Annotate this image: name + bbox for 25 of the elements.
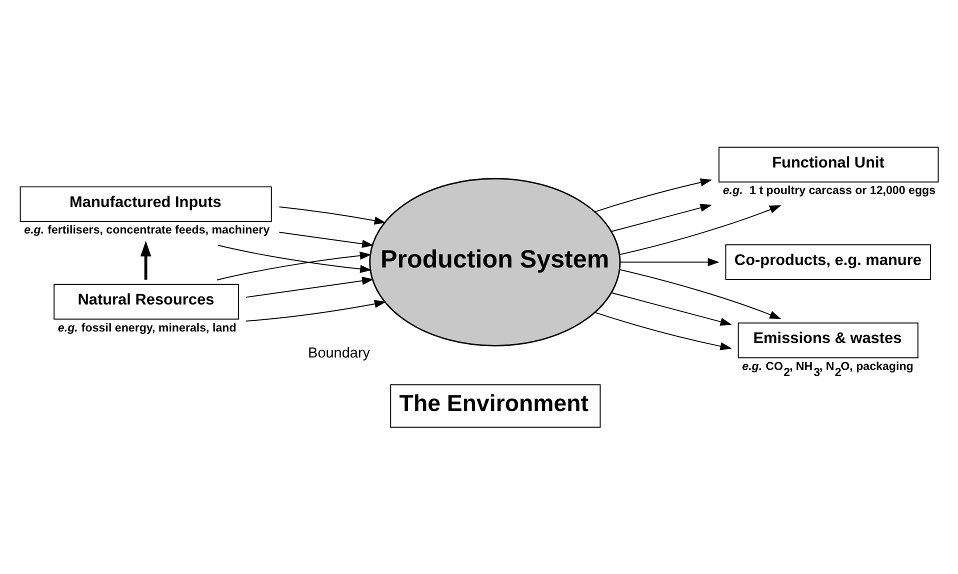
node-box: Functional Unit — [718, 146, 939, 182]
node-label: e.g. 1 t poultry carcass or 12,000 eggs — [722, 185, 936, 198]
node-box: Natural Resources — [54, 284, 240, 320]
arrow — [140, 240, 152, 280]
arrow — [619, 205, 782, 256]
arrow — [217, 244, 372, 274]
arrow — [611, 204, 712, 232]
arrow — [278, 232, 374, 248]
node-label: e.g. fossil energy, minerals, land — [58, 322, 236, 334]
arrow — [620, 258, 720, 266]
arrow — [594, 178, 712, 212]
arrow — [619, 269, 782, 320]
arrow — [278, 206, 386, 225]
node-box: Emissions & wastes — [738, 322, 918, 358]
node-box: The Environment — [390, 384, 601, 428]
arrow — [611, 292, 732, 326]
arrow — [245, 300, 386, 322]
node-label: Boundary — [308, 345, 370, 362]
node-label: e.g. fertilisers, concentrate feeds, machinery — [24, 224, 270, 237]
node-box: Co-products, e.g. manure — [725, 244, 931, 280]
arrow — [216, 252, 372, 280]
arrow — [594, 312, 732, 350]
node-box: Manufactured Inputs — [20, 186, 272, 222]
arrow — [245, 276, 374, 298]
node-ellipse: Production System — [369, 178, 621, 346]
